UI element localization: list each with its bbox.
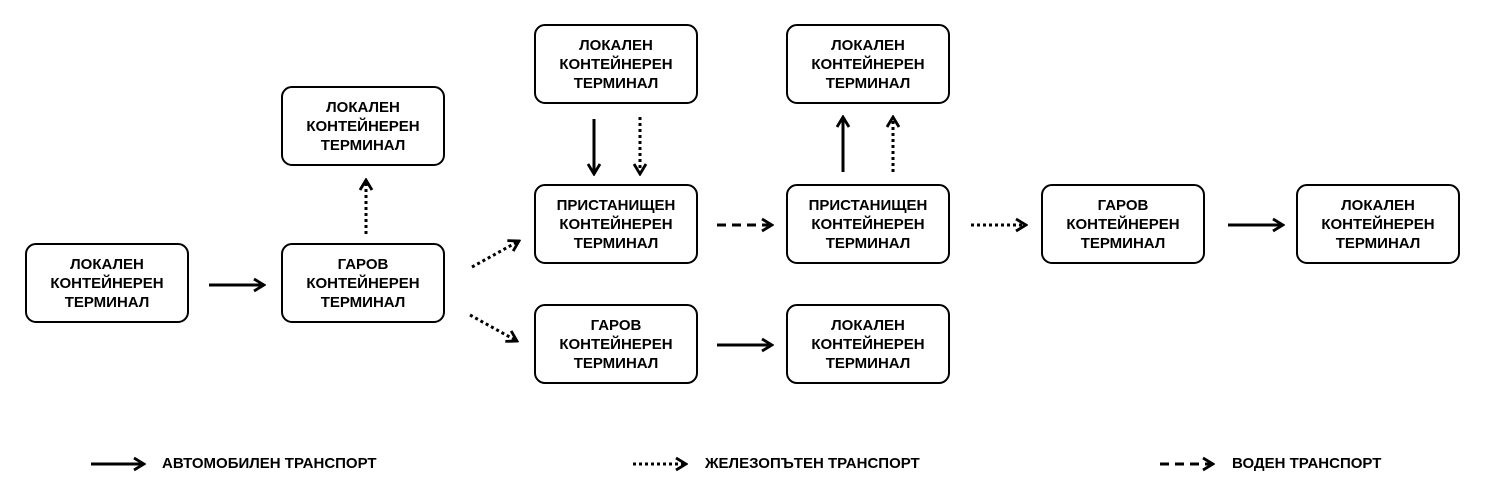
node-rail-terminal-3: ГАРОВ КОНТЕЙНЕРЕН ТЕРМИНАЛ — [1041, 184, 1205, 264]
node-line-2: КОНТЕЙНЕРЕН — [811, 55, 925, 73]
node-line-2: КОНТЕЙНЕРЕН — [811, 215, 925, 233]
legend-rail-label: ЖЕЛЕЗОПЪТЕН ТРАНСПОРТ — [705, 455, 920, 472]
legend-water-label: ВОДЕН ТРАНСПОРТ — [1232, 455, 1382, 472]
node-line-3: ТЕРМИНАЛ — [825, 234, 911, 252]
node-line-3: ТЕРМИНАЛ — [825, 354, 911, 372]
node-line-2: КОНТЕЙНЕРЕН — [559, 215, 673, 233]
node-line-2: КОНТЕЙНЕРЕН — [1321, 215, 1435, 233]
node-line-3: ТЕРМИНАЛ — [573, 234, 659, 252]
node-local-terminal-above-rail: ЛОКАЛЕН КОНТЕЙНЕРЕН ТЕРМИНАЛ — [281, 86, 445, 166]
node-local-terminal-start: ЛОКАЛЕН КОНТЕЙНЕРЕН ТЕРМИНАЛ — [25, 243, 189, 323]
arrow-rail-rail-to-port — [471, 241, 519, 269]
node-line-1: ГАРОВ — [590, 316, 642, 334]
node-line-2: КОНТЕЙНЕРЕН — [306, 117, 420, 135]
node-local-terminal-above-port-1: ЛОКАЛЕН КОНТЕЙНЕРЕН ТЕРМИНАЛ — [534, 24, 698, 104]
node-line-3: ТЕРМИНАЛ — [825, 74, 911, 92]
node-line-3: ТЕРМИНАЛ — [320, 136, 406, 154]
node-line-2: КОНТЕЙНЕРЕН — [559, 55, 673, 73]
node-line-1: ГАРОВ — [337, 255, 389, 273]
legend-road-label: АВТОМОБИЛЕН ТРАНСПОРТ — [162, 455, 377, 472]
node-local-terminal-end: ЛОКАЛЕН КОНТЕЙНЕРЕН ТЕРМИНАЛ — [1296, 184, 1460, 264]
node-local-terminal-after-rail-2: ЛОКАЛЕН КОНТЕЙНЕРЕН ТЕРМИНАЛ — [786, 304, 950, 384]
node-line-1: ЛОКАЛЕН — [1341, 196, 1415, 214]
node-line-2: КОНТЕЙНЕРЕН — [306, 274, 420, 292]
node-line-3: ТЕРМИНАЛ — [1080, 234, 1166, 252]
node-line-1: ЛОКАЛЕН — [831, 316, 905, 334]
node-line-3: ТЕРМИНАЛ — [320, 293, 406, 311]
node-line-3: ТЕРМИНАЛ — [573, 74, 659, 92]
node-line-3: ТЕРМИНАЛ — [64, 293, 150, 311]
arrow-rail-rail-to-rail — [469, 313, 517, 341]
node-line-1: ЛОКАЛЕН — [579, 36, 653, 54]
node-line-1: ПРИСТАНИЩЕН — [556, 196, 676, 214]
node-rail-terminal-1: ГАРОВ КОНТЕЙНЕРЕН ТЕРМИНАЛ — [281, 243, 445, 323]
node-line-1: ЛОКАЛЕН — [70, 255, 144, 273]
node-line-3: ТЕРМИНАЛ — [573, 354, 659, 372]
node-line-2: КОНТЕЙНЕРЕН — [1066, 215, 1180, 233]
node-port-terminal-2: ПРИСТАНИЩЕН КОНТЕЙНЕРЕН ТЕРМИНАЛ — [786, 184, 950, 264]
node-line-1: ГАРОВ — [1097, 196, 1149, 214]
node-line-1: ЛОКАЛЕН — [326, 98, 400, 116]
node-local-terminal-above-port-2: ЛОКАЛЕН КОНТЕЙНЕРЕН ТЕРМИНАЛ — [786, 24, 950, 104]
node-line-2: КОНТЕЙНЕРЕН — [50, 274, 164, 292]
node-rail-terminal-2: ГАРОВ КОНТЕЙНЕРЕН ТЕРМИНАЛ — [534, 304, 698, 384]
node-line-2: КОНТЕЙНЕРЕН — [811, 335, 925, 353]
node-port-terminal-1: ПРИСТАНИЩЕН КОНТЕЙНЕРЕН ТЕРМИНАЛ — [534, 184, 698, 264]
node-line-1: ЛОКАЛЕН — [831, 36, 905, 54]
node-line-2: КОНТЕЙНЕРЕН — [559, 335, 673, 353]
node-line-3: ТЕРМИНАЛ — [1335, 234, 1421, 252]
node-line-1: ПРИСТАНИЩЕН — [808, 196, 928, 214]
